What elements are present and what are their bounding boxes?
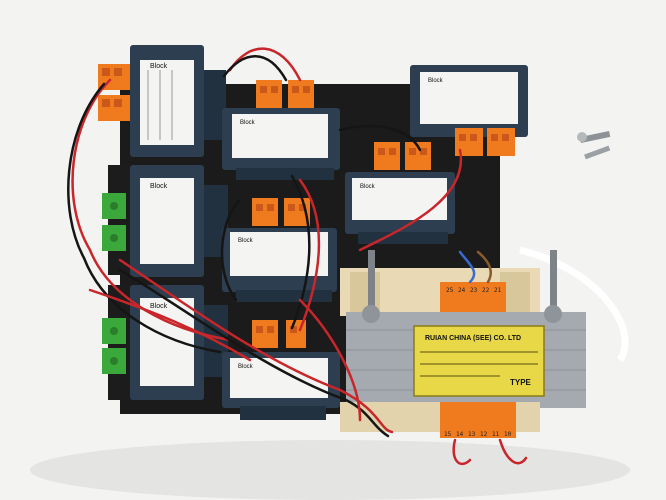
terminal-label: 13: [468, 431, 476, 438]
brand-label: Block: [428, 78, 444, 84]
transformer-middle-left: Block: [102, 165, 228, 277]
terminal-label: 24: [458, 287, 466, 294]
terminal-label: 21: [494, 287, 502, 294]
wiring: [67, 47, 528, 466]
terminal-label: 15: [444, 431, 452, 438]
left-bracket-upper: [108, 165, 132, 275]
white-cable: [519, 246, 629, 362]
brand-label: Block: [240, 120, 256, 126]
transformer-top-center: Block: [222, 80, 340, 180]
loose-screws: [577, 130, 611, 160]
nameplate-maker: RUIAN CHINA (SEE) CO. LTD: [425, 335, 521, 342]
terminal-label: 22: [482, 287, 490, 294]
terminal-label: 11: [492, 431, 500, 438]
table-shadow: [30, 440, 630, 500]
transformer-top-left: Block: [98, 45, 226, 157]
terminal-label: 23: [470, 287, 478, 294]
terminal-label: 25: [446, 287, 454, 294]
transformer-bottom-center: Block: [222, 320, 340, 420]
brand-label: Block: [150, 303, 168, 310]
brand-label: Block: [360, 184, 376, 190]
terminal-label: 14: [456, 431, 464, 438]
terminal-label: 10: [504, 431, 512, 438]
brand-label: Block: [238, 238, 254, 244]
terminal-label: 12: [480, 431, 488, 438]
brand-label: Block: [238, 364, 254, 370]
brand-label: Block: [150, 63, 168, 70]
nameplate-type: TYPE: [510, 378, 532, 387]
brand-label: Block: [150, 183, 168, 190]
large-control-transformer: RUIAN CHINA (SEE) CO. LTD TYPE 25 24 23 …: [340, 250, 586, 438]
transformer-middle-right: Block: [345, 142, 455, 244]
